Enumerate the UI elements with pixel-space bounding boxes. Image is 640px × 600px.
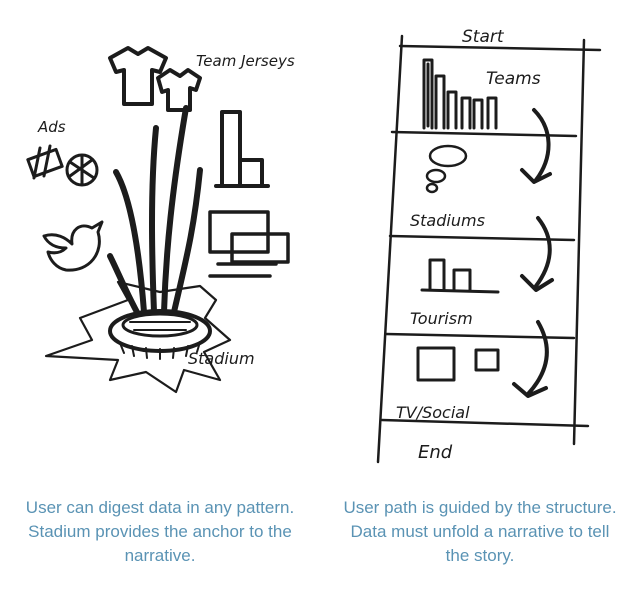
- ads-icon: [26, 144, 99, 187]
- right-caption: User path is guided by the structure. Da…: [343, 498, 617, 565]
- left-caption: User can digest data in any pattern. Sta…: [25, 498, 295, 565]
- stadium-stems: [107, 105, 203, 317]
- stadiums-bubbles: [425, 144, 468, 194]
- screens-icon: [208, 210, 290, 278]
- label-tourism: Tourism: [410, 309, 473, 328]
- stadium-icon: [108, 309, 212, 360]
- label-stadiums: Stadiums: [410, 211, 485, 230]
- label-teams: Teams: [486, 69, 541, 89]
- left-sketch: Team Jerseys Ads Stadium: [26, 46, 295, 394]
- column-frame: [376, 34, 586, 464]
- right-sketch: Start Teams Stadiums Tourism: [376, 27, 602, 464]
- bird-icon: [42, 220, 104, 272]
- flow-arrows: [512, 108, 554, 398]
- jersey-icon: [108, 46, 202, 112]
- splash-shape: [44, 280, 232, 394]
- label-end: End: [418, 442, 453, 463]
- label-team-jerseys: Team Jerseys: [196, 52, 295, 70]
- bar-chart-icon: [214, 110, 270, 188]
- tv-social-boxes: [416, 346, 500, 382]
- section-dividers: [380, 130, 590, 428]
- label-tv-social: TV/Social: [396, 403, 470, 422]
- label-ads: Ads: [37, 118, 66, 136]
- tourism-chart: [420, 258, 500, 294]
- teams-bars: [422, 58, 498, 130]
- label-start: Start: [462, 27, 505, 47]
- label-stadium: Stadium: [188, 349, 255, 368]
